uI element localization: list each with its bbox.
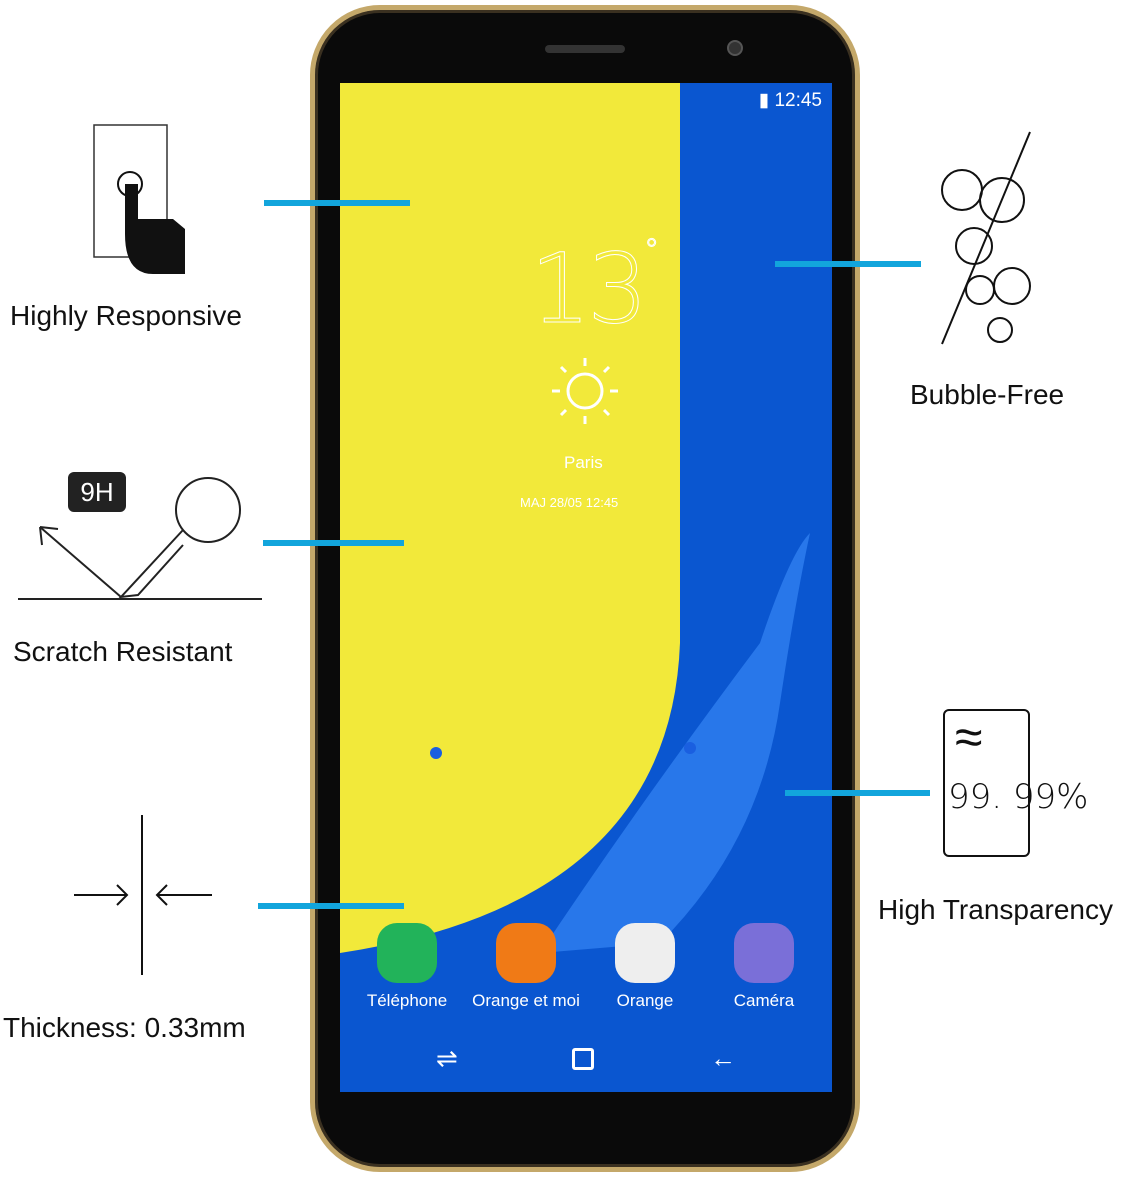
degree-sign: ° — [644, 233, 660, 269]
leader-line — [775, 261, 921, 267]
feature-bubble-free: Bubble-Free — [910, 379, 1065, 410]
feature-scratch-resistant: Scratch Resistant — [13, 636, 233, 667]
app-label: Orange — [616, 991, 674, 1010]
front-camera — [727, 40, 743, 56]
weather-temp: 13° — [529, 233, 660, 346]
home-button[interactable] — [572, 1048, 594, 1070]
leader-line — [785, 790, 930, 796]
app-camera[interactable]: Caméra — [709, 923, 819, 1011]
feature-high-transparency: High Transparency — [878, 894, 1114, 925]
app-label: Téléphone — [366, 991, 448, 1010]
phone-icon — [377, 923, 437, 983]
sun-icon — [552, 358, 618, 424]
status-bar: ▮ 12:45 — [758, 90, 822, 111]
app-orange[interactable]: Orange — [590, 923, 700, 1011]
app-telephone[interactable]: Téléphone — [352, 923, 462, 1011]
transparency-icon: ≈ — [943, 709, 1030, 857]
key-scratch-icon — [18, 477, 262, 600]
earpiece — [545, 45, 625, 53]
weather-updated: MAJ 28/05 12:45 — [520, 495, 619, 510]
wallpaper — [340, 83, 810, 953]
hardness-badge: 9H — [68, 472, 126, 512]
camera-icon — [734, 923, 794, 983]
feature-thickness: Thickness: 0.33mm — [3, 1012, 246, 1043]
bubbles-icon — [941, 131, 1031, 345]
leader-line — [264, 200, 410, 206]
folder-icon — [615, 923, 675, 983]
temp-value: 13 — [529, 233, 648, 346]
leader-line — [258, 903, 404, 909]
user-icon — [496, 923, 556, 983]
app-label: Caméra — [733, 991, 795, 1010]
back-button[interactable]: ← — [710, 1043, 736, 1073]
leader-line — [263, 540, 404, 546]
touch-finger-icon — [93, 124, 185, 274]
feature-highly-responsive: Highly Responsive — [10, 300, 242, 331]
phone-screen: ▮ 12:45 13° Paris MAJ 28/05 12:45 Téléph… — [340, 83, 832, 1092]
thickness-arrows-icon — [74, 815, 212, 975]
transparency-value: 99. 99% — [948, 777, 1089, 817]
recent-apps-button[interactable]: ⇌ — [436, 1043, 458, 1073]
app-label: Orange et moi — [472, 991, 580, 1010]
app-orange-et-moi[interactable]: Orange et moi — [471, 923, 581, 1011]
weather-city: Paris — [564, 453, 603, 472]
status-time: 12:45 — [774, 90, 822, 111]
wave-icon: ≈ — [955, 709, 983, 765]
